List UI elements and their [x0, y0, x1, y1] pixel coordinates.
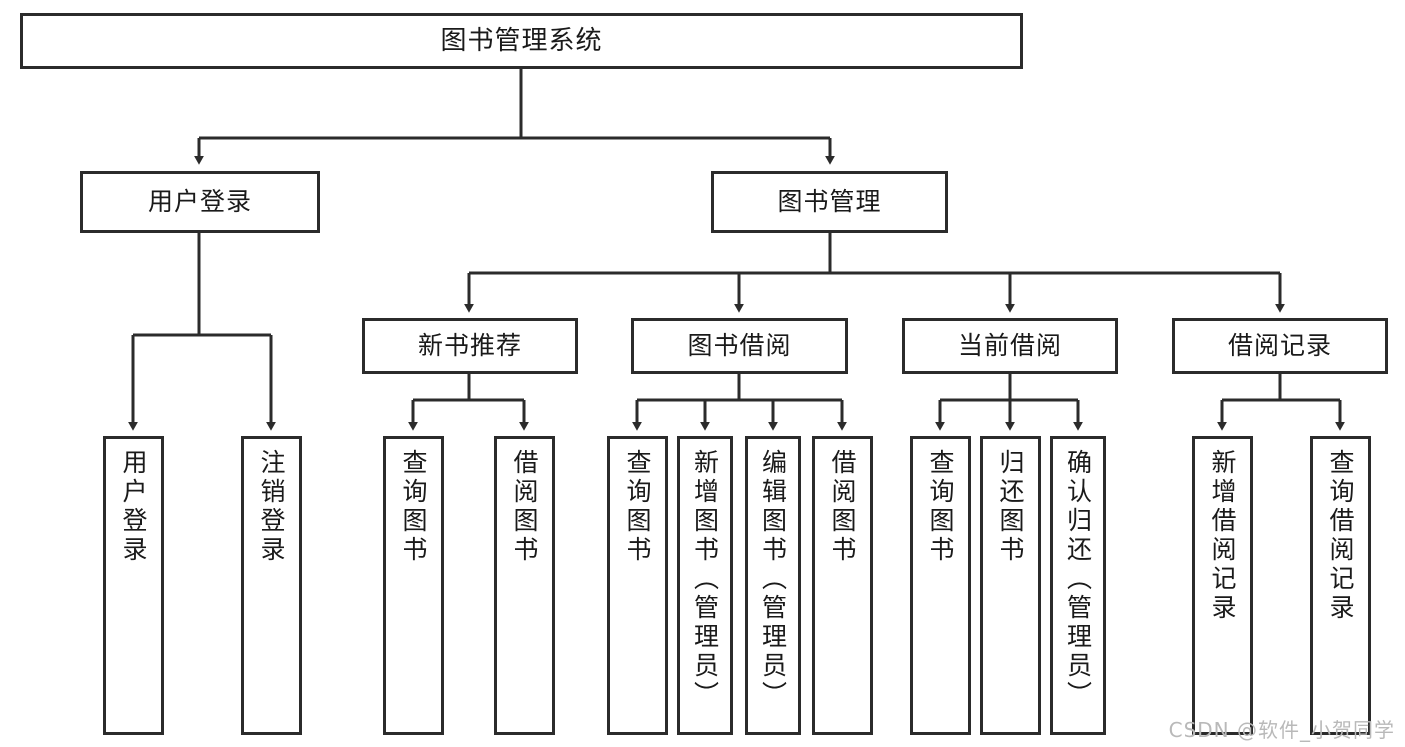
watermark-text: CSDN @软件_小贺同学	[1168, 718, 1395, 742]
node-book-borrow[interactable]: 图书借阅	[631, 318, 848, 374]
node-leaf-user-logout[interactable]: 注销登录	[241, 436, 302, 735]
node-leaf-confirm-return-admin[interactable]: 确认归还（管理员）	[1050, 436, 1106, 735]
node-leaf-borrow-query-book-label: 查询图书	[623, 449, 652, 565]
node-leaf-borrow-book[interactable]: 借阅图书	[812, 436, 873, 735]
node-leaf-current-query-book-label: 查询图书	[926, 449, 955, 565]
node-root-system-label: 图书管理系统	[440, 25, 603, 56]
node-leaf-rec-query-book[interactable]: 查询图书	[383, 436, 444, 735]
node-borrow-record-label: 借阅记录	[1227, 331, 1332, 361]
node-leaf-user-login[interactable]: 用户登录	[103, 436, 164, 735]
node-book-manage-label: 图书管理	[777, 187, 882, 217]
node-leaf-confirm-return-admin-label: 确认归还（管理员）	[1063, 449, 1093, 710]
node-user-login[interactable]: 用户登录	[80, 171, 320, 233]
node-leaf-return-book-label: 归还图书	[996, 449, 1025, 565]
node-leaf-current-query-book[interactable]: 查询图书	[910, 436, 971, 735]
node-leaf-add-borrow-record[interactable]: 新增借阅记录	[1192, 436, 1253, 735]
node-current-borrow[interactable]: 当前借阅	[902, 318, 1118, 374]
node-leaf-edit-book-admin[interactable]: 编辑图书（管理员）	[745, 436, 801, 735]
node-leaf-return-book[interactable]: 归还图书	[980, 436, 1041, 735]
node-leaf-add-book-admin-label: 新增图书（管理员）	[690, 449, 720, 710]
node-leaf-user-login-label: 用户登录	[119, 449, 148, 565]
node-leaf-rec-borrow-book-label: 借阅图书	[510, 449, 539, 565]
node-book-borrow-label: 图书借阅	[687, 331, 792, 361]
node-leaf-rec-query-book-label: 查询图书	[399, 449, 428, 565]
node-borrow-record[interactable]: 借阅记录	[1172, 318, 1388, 374]
node-leaf-query-borrow-record-label: 查询借阅记录	[1326, 449, 1355, 623]
node-user-login-label: 用户登录	[147, 187, 252, 217]
node-leaf-rec-borrow-book[interactable]: 借阅图书	[494, 436, 555, 735]
node-new-book-recommend-label: 新书推荐	[417, 331, 522, 361]
node-leaf-add-book-admin[interactable]: 新增图书（管理员）	[677, 436, 733, 735]
node-new-book-recommend[interactable]: 新书推荐	[362, 318, 578, 374]
node-leaf-borrow-book-label: 借阅图书	[828, 449, 857, 565]
node-root-system[interactable]: 图书管理系统	[20, 13, 1023, 69]
node-leaf-borrow-query-book[interactable]: 查询图书	[607, 436, 668, 735]
node-book-manage[interactable]: 图书管理	[711, 171, 948, 233]
node-leaf-add-borrow-record-label: 新增借阅记录	[1208, 449, 1237, 623]
node-current-borrow-label: 当前借阅	[957, 331, 1062, 361]
node-leaf-edit-book-admin-label: 编辑图书（管理员）	[758, 449, 788, 710]
node-leaf-user-logout-label: 注销登录	[257, 449, 286, 565]
node-leaf-query-borrow-record[interactable]: 查询借阅记录	[1310, 436, 1371, 735]
